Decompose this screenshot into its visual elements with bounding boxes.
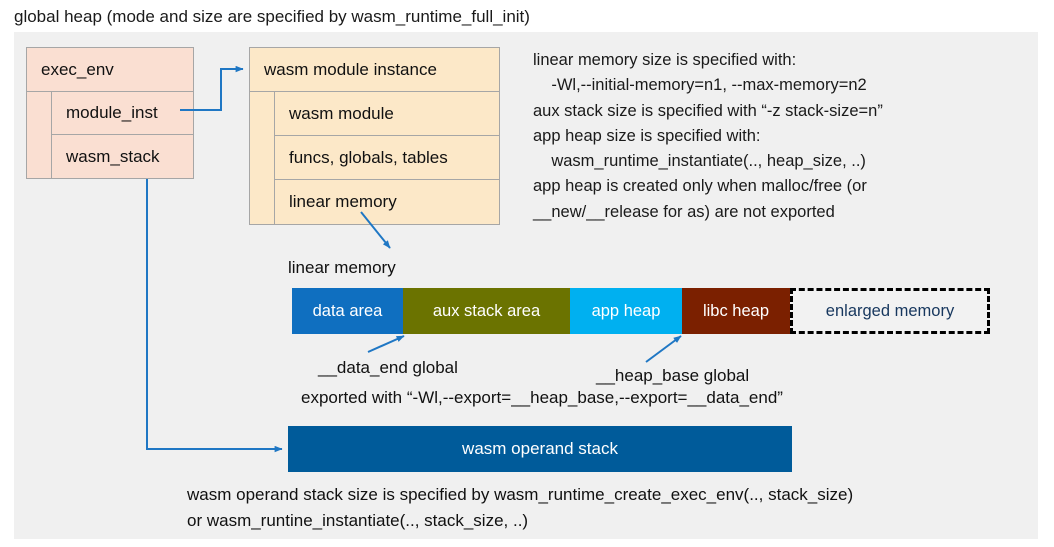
linear-memory-notes: linear memory size is specified with: -W…	[533, 51, 883, 221]
exec-env-gutter	[26, 91, 52, 179]
exec-env-box: exec_env module_inst wasm_stack	[26, 47, 194, 179]
annotation-exported-with: exported with “-Wl,--export=__heap_base,…	[301, 388, 783, 407]
exec-env-header: exec_env	[26, 47, 194, 92]
wasm-module-instance-box: wasm module instance wasm module funcs, …	[249, 47, 500, 225]
annotation-heap-base: __heap_base global	[596, 366, 750, 385]
memory-segment-aux-stack-area: aux stack area	[403, 288, 570, 334]
page-title: global heap (mode and size are specified…	[14, 7, 530, 26]
module-instance-header: wasm module instance	[249, 47, 500, 92]
annotation-data-end: __data_end global	[318, 358, 458, 377]
module-instance-row-wasm-module: wasm module	[274, 91, 500, 136]
operand-stack-note: wasm operand stack size is specified by …	[187, 485, 854, 530]
exec-env-row-wasm-stack: wasm_stack	[51, 134, 194, 179]
memory-segment-app-heap: app heap	[570, 288, 682, 334]
module-instance-row-linear-memory: linear memory	[274, 179, 500, 225]
exec-env-row-module-inst: module_inst	[51, 91, 194, 135]
linear-memory-label: linear memory	[288, 258, 396, 277]
module-instance-row-funcs-globals-tables: funcs, globals, tables	[274, 135, 500, 180]
memory-segment-data-area: data area	[292, 288, 403, 334]
wasm-operand-stack-bar: wasm operand stack	[288, 426, 792, 472]
memory-segment-libc-heap: libc heap	[682, 288, 790, 334]
memory-segment-enlarged-memory: enlarged memory	[790, 288, 990, 334]
module-instance-gutter	[249, 91, 275, 225]
